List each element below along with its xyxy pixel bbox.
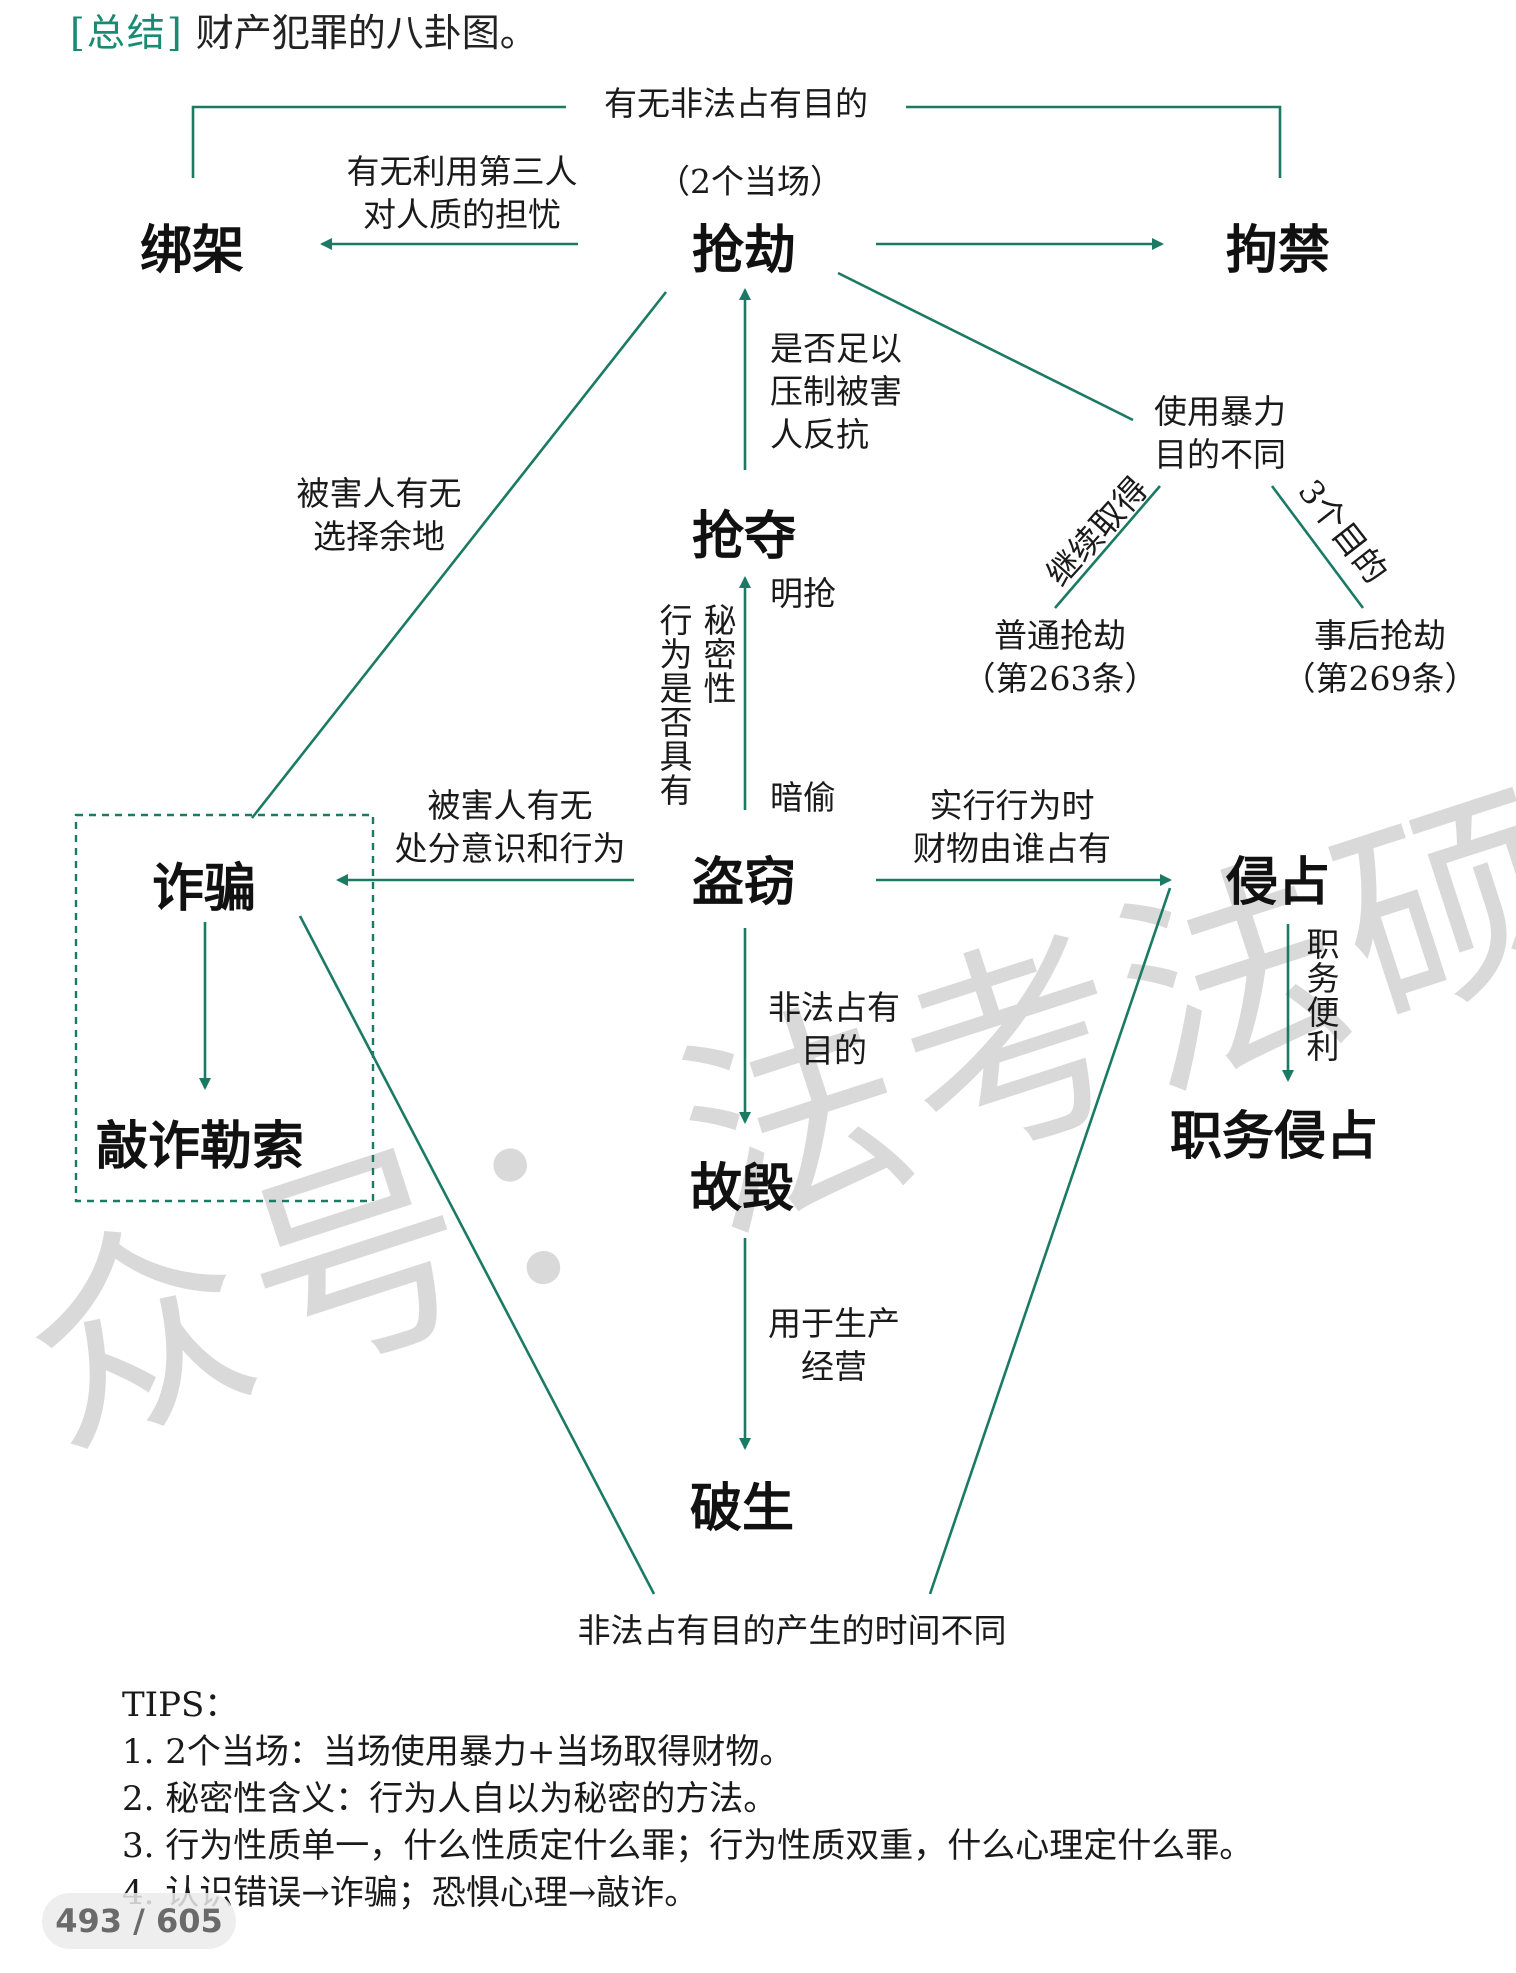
label-ex-post-line2: （第269条） <box>1282 659 1478 698</box>
label-duty: 职务便利 <box>1306 925 1340 1066</box>
tips-title: TIPS： <box>122 1685 239 1725</box>
label-violence-line2: 目的不同 <box>1154 435 1286 474</box>
label-illegal-line1: 非法占有 <box>768 988 900 1027</box>
label-production: 用于生产 经营 <box>758 1302 910 1388</box>
tip-item-3: 3. 行为性质单一，什么性质定什么罪；行为性质双重，什么心理定什么罪。 <box>122 1826 1254 1866</box>
line-continue-obtain <box>1054 485 1161 609</box>
header-title: 财产犯罪的八卦图。 <box>195 11 538 55</box>
tip-item-1: 1. 2个当场：当场使用暴力+当场取得财物。 <box>122 1732 794 1772</box>
line-three-purposes <box>1270 485 1365 609</box>
label-suppress-line1: 是否足以 <box>770 329 902 368</box>
top-bracket-line-right <box>906 105 1282 178</box>
node-bangjia: 绑架 <box>140 221 245 281</box>
label-covert: 暗偷 <box>770 778 836 817</box>
label-violence-purpose: 使用暴力 目的不同 <box>1140 390 1300 476</box>
label-choice: 被害人有无 选择余地 <box>283 472 475 558</box>
fraud-extortion-box <box>74 813 375 1203</box>
label-bottom: 非法占有目的产生的时间不同 <box>577 1611 1007 1650</box>
page-indicator: 493 / 605 <box>42 1893 236 1949</box>
label-ex-post-line1: 事后抢劫 <box>1314 616 1446 655</box>
node-qiangduo: 抢夺 <box>692 507 797 567</box>
label-third-party-line1: 有无利用第三人 <box>346 152 578 191</box>
label-top: 有无非法占有目的 <box>568 82 904 125</box>
label-suppress: 是否足以 压制被害 人反抗 <box>770 327 902 456</box>
node-guhui: 故毁 <box>690 1159 795 1219</box>
label-third-party-line2: 对人质的担忧 <box>363 195 561 234</box>
label-disposal-line1: 被害人有无 <box>427 786 593 825</box>
tips-block: TIPS： 1. 2个当场：当场使用暴力+当场取得财物。 2. 秘密性含义：行为… <box>122 1682 1253 1917</box>
node-zhiwu: 职务侵占 <box>1170 1107 1379 1167</box>
label-two-on-site: （2个当场） <box>657 162 843 201</box>
node-qiangjie: 抢劫 <box>692 221 797 281</box>
label-disposal-line2: 处分意识和行为 <box>394 829 626 868</box>
label-secrecy: 秘密性 <box>703 601 737 708</box>
top-bracket-line-left <box>191 105 566 178</box>
label-choice-line1: 被害人有无 <box>296 474 462 513</box>
label-overt: 明抢 <box>770 574 836 613</box>
header-bracket: [总结] <box>70 11 184 55</box>
section-header: [总结] 财产犯罪的八卦图。 <box>70 2 538 57</box>
label-illegal-line2: 目的 <box>801 1031 867 1070</box>
node-juji: 拘禁 <box>1226 221 1331 281</box>
label-ex-post-robbery: 事后抢劫 （第269条） <box>1280 614 1480 700</box>
node-qiaozha: 敲诈勒索 <box>96 1117 305 1177</box>
tip-item-4: 4. 认识错误→诈骗；恐惧心理→敲诈。 <box>122 1873 699 1913</box>
line-qinzhan-to-bottom <box>928 887 1172 1595</box>
label-suppress-line2: 压制被害 <box>770 372 902 411</box>
label-illegal-purpose: 非法占有 目的 <box>758 986 910 1072</box>
label-possession-line2: 财物由谁占有 <box>913 829 1111 868</box>
node-zhapian: 诈骗 <box>152 859 257 919</box>
label-possession-line1: 实行行为时 <box>929 786 1095 825</box>
tip-item-2: 2. 秘密性含义：行为人自以为秘密的方法。 <box>122 1779 778 1819</box>
label-third-party: 有无利用第三人 对人质的担忧 <box>330 150 594 236</box>
label-ordinary-line1: 普通抢劫 <box>994 616 1126 655</box>
label-ordinary-robbery: 普通抢劫 （第263条） <box>960 614 1160 700</box>
label-possession: 实行行为时 财物由谁占有 <box>892 784 1132 870</box>
line-zhapian-to-qiangjie <box>250 291 668 819</box>
label-behavior: 行为是否具有 <box>659 601 693 810</box>
label-ordinary-line2: （第263条） <box>962 659 1158 698</box>
line-zhapian-to-bottom <box>298 915 656 1595</box>
label-production-line1: 用于生产 <box>768 1304 900 1343</box>
label-suppress-line3: 人反抗 <box>770 415 869 454</box>
label-choice-line2: 选择余地 <box>313 517 445 556</box>
label-disposal: 被害人有无 处分意识和行为 <box>382 784 638 870</box>
node-posheng: 破生 <box>690 1479 795 1539</box>
node-qinzhan: 侵占 <box>1226 853 1331 913</box>
line-qiangjie-to-violence <box>837 271 1134 422</box>
label-violence-line1: 使用暴力 <box>1154 392 1286 431</box>
node-daoqie: 盗窃 <box>692 853 797 913</box>
label-production-line2: 经营 <box>801 1347 867 1386</box>
